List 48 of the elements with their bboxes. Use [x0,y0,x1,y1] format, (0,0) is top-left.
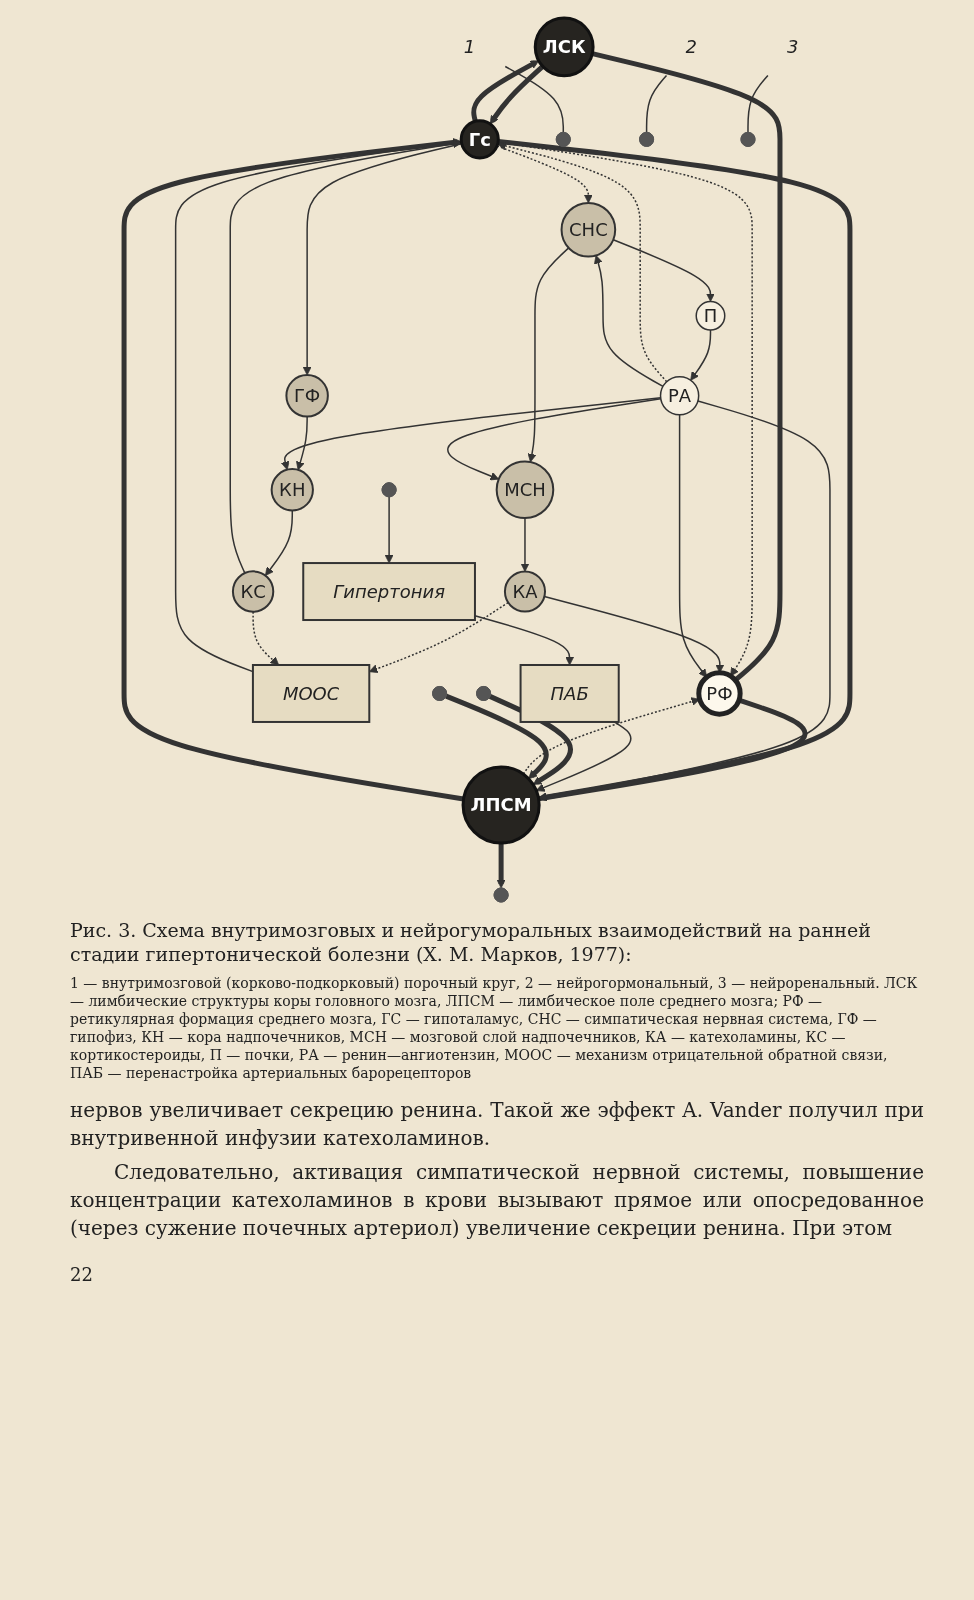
leader-line [747,74,769,134]
arrow [690,329,712,381]
process-box: Гипертония [302,562,476,621]
connector-line [591,51,783,683]
process-box: МООС [251,664,371,723]
arrow [612,239,715,302]
arrow [252,610,280,666]
circle-node: П [695,300,726,331]
circle-node: ЛСК [533,16,595,78]
arrow [497,141,668,383]
circle-node: КН [270,468,314,512]
circle-node: КА [503,570,546,613]
arrow [520,517,530,572]
circle-node: РФ [696,670,743,717]
arrow [384,496,394,564]
circle-node: КС [231,570,275,613]
body-paragraph: нервов увеличивает секрецию ренина. Такой же эффект A. Vander получил при внутривенной инфузии катехоламинов. [70,1097,924,1152]
process-box: ПАБ [519,664,620,723]
arrow [535,721,632,792]
circle-node: СНС [560,201,617,258]
leader-line [645,74,668,134]
legend-text: 1 — внутримозговой (корково-подкорковый) порочный круг, 2 — нейрогормональный, 3 — нейроренальный. ЛСК — лимбические структуры коры головного мозга, ЛПСМ — лимбическое поле среднего мозга; РФ — ретикулярная формация среднего мозга, ГС — гипоталамус, СНС — симпатическая нервная система, ГФ — гипофиз, КН — кора надпочечников, МСН — мозговой слой надпочечников, КА — катехоламины, КС — кортикостероиды, П — почки, РА — ренин—ангиотензин, МООС — механизм отрицательной обратной связи, ПАБ — перенастройка артериальных барорецепторов [70,974,919,1082]
arrow [527,247,570,463]
circle-node: ГФ [285,374,329,418]
figure-caption: Рис. 3. Схема внутримозговых и нейрогуморальных взаимодействий на ранней стадии гипертонической болезни (Х. М. Марков, 1977): [70,918,872,966]
circle-node: РА [659,375,700,416]
callout-number: 2 [685,36,697,58]
arrow [121,138,464,802]
page-number: 22 [70,1264,94,1285]
body-paragraph: Следовательно, активация симпатической нервной системы, повышение концентрации катехоламинов в крови вызывают прямое или опосредованное (через сужение почечных артериол) увеличение секреции ренина. При этом [70,1159,924,1242]
arrow [488,694,573,785]
arrow [594,255,664,388]
circle-node: ЛПСМ [461,765,541,845]
connector-line [538,697,808,802]
arrow [445,693,549,780]
arrow [296,415,308,471]
callout-number: 1 [463,36,476,58]
circle-node: Гс [459,119,500,160]
arrow [538,400,831,801]
callout-number: 3 [786,36,799,58]
arrow [678,414,708,678]
arrow [265,509,294,576]
arrow [496,843,506,889]
circle-node: МСН [495,460,555,520]
arrow [474,615,575,666]
arrow [489,64,545,125]
arrow [471,60,540,122]
leader-line [504,65,565,134]
